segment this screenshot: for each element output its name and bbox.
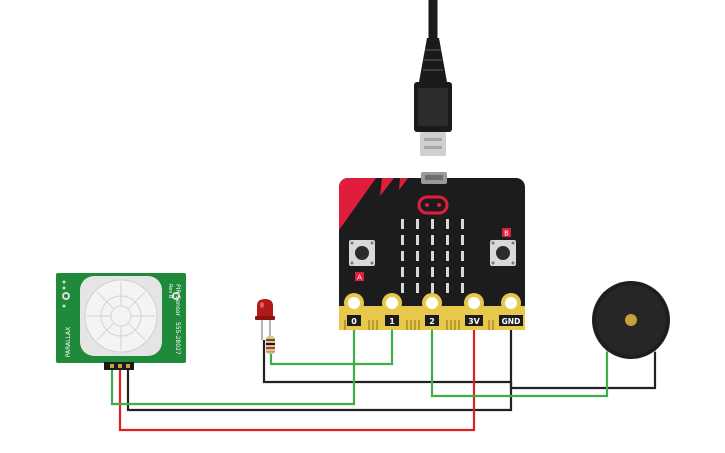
usb-connector-metal bbox=[420, 132, 446, 156]
resistor bbox=[266, 330, 275, 354]
buzzer-center bbox=[625, 314, 637, 326]
pin-label-gnd: GND bbox=[502, 317, 521, 326]
pin-pad-gnd[interactable] bbox=[501, 293, 521, 313]
button-b-label: B bbox=[504, 230, 509, 238]
pin-label-1: 1 bbox=[389, 317, 395, 326]
pin-label-3v: 3V bbox=[468, 317, 481, 326]
pir-title: PIR Sensor bbox=[174, 284, 181, 317]
pir-brand: PARALLAX bbox=[65, 327, 72, 357]
wire-green-pin2-buzzer bbox=[430, 322, 609, 398]
microbit-board: A B bbox=[339, 172, 525, 330]
wire-black-led-gnd bbox=[262, 322, 513, 384]
wire-black-buzzer bbox=[509, 352, 657, 390]
pir-sensor: PARALLAX PIR Sensor Rev B 555-28027 bbox=[56, 273, 186, 370]
red-led bbox=[255, 299, 275, 340]
pin-label-2: 2 bbox=[429, 317, 435, 326]
pin-pad-3v[interactable] bbox=[464, 293, 484, 313]
pin-pad-0[interactable] bbox=[344, 293, 364, 313]
pin-label-0: 0 bbox=[351, 317, 357, 326]
wire-red-sensor-3v bbox=[118, 322, 476, 432]
microbit-led-matrix bbox=[401, 219, 464, 293]
microbit-button-a[interactable] bbox=[349, 240, 375, 266]
button-a-label: A bbox=[357, 274, 362, 282]
usb-cable bbox=[414, 0, 452, 156]
microbit-logo bbox=[417, 195, 449, 215]
pir-part-number: 555-28027 bbox=[174, 322, 181, 355]
pin-pad-1[interactable] bbox=[382, 293, 402, 313]
wire-green-led-pin1 bbox=[269, 322, 394, 366]
microbit-button-b[interactable] bbox=[490, 240, 516, 266]
piezo-buzzer bbox=[592, 281, 670, 359]
led-body bbox=[257, 299, 273, 318]
pir-rev: Rev B bbox=[167, 284, 173, 299]
microbit-red-stripe bbox=[339, 178, 376, 230]
wires bbox=[110, 322, 657, 432]
pin-pad-2[interactable] bbox=[422, 293, 442, 313]
